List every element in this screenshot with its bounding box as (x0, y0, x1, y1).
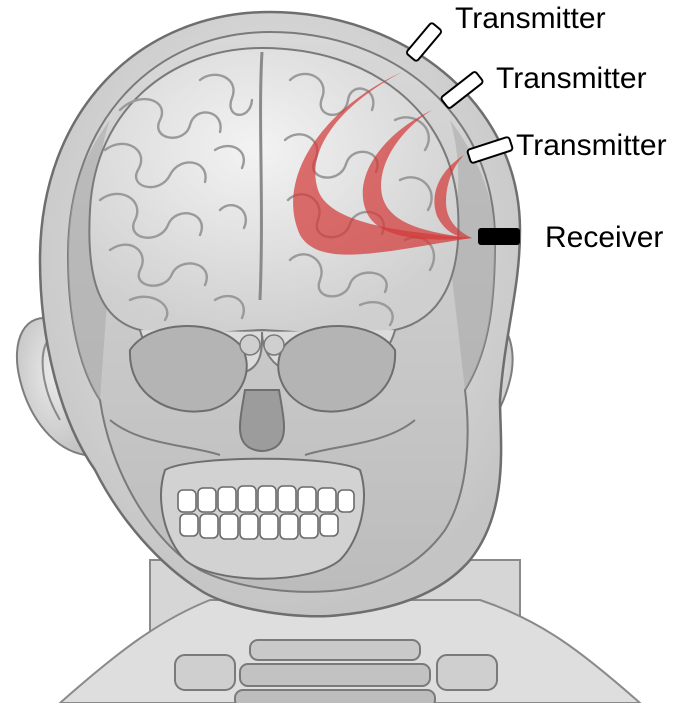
brain (89, 48, 458, 377)
transmitter-icon (406, 22, 442, 62)
transmitter-label: Transmitter (455, 4, 606, 34)
transmitter-label: Transmitter (516, 131, 667, 161)
receiver-icon (478, 228, 520, 245)
receiver-label: Receiver (545, 223, 663, 253)
transmitter-label: Transmitter (496, 64, 647, 94)
teeth (178, 486, 354, 539)
